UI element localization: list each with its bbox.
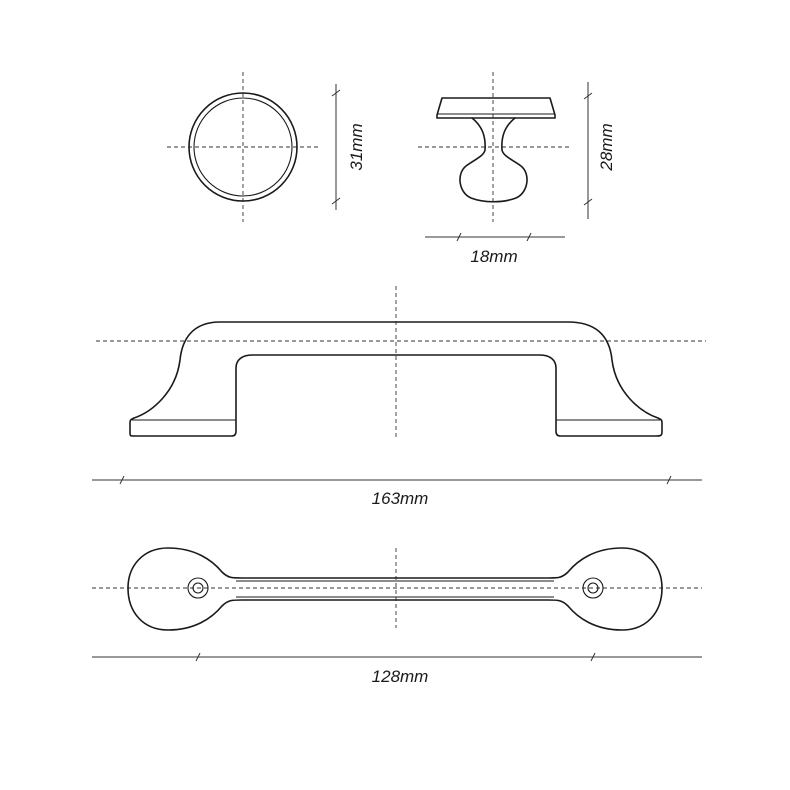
handle-length-label: 163mm: [372, 489, 429, 508]
hole-spacing-label: 128mm: [372, 667, 429, 686]
hole-spacing-tick-left: [195, 652, 201, 662]
hole-spacing-dimension: 128mm: [92, 652, 702, 686]
knob-diameter-label: 31mm: [347, 123, 366, 170]
knob-base-tick-left: [456, 232, 462, 242]
handle-top-left-hole-outer: [187, 577, 209, 599]
handle-top-right-hole-inner: [587, 582, 599, 594]
handle-side-view: [96, 286, 706, 438]
knob-height-label: 28mm: [597, 123, 616, 171]
handle-top-right-hole-outer: [582, 577, 604, 599]
knob-height-tick-top: [583, 92, 593, 100]
knob-side-view: [418, 72, 570, 222]
knob-diameter-dimension: 31mm: [331, 84, 366, 210]
hole-spacing-tick-right: [590, 652, 596, 662]
knob-top-inner-circle: [193, 97, 293, 197]
knob-height-tick-bottom: [583, 198, 593, 206]
knob-diameter-tick-top: [331, 89, 341, 97]
knob-height-dimension: 28mm: [583, 82, 616, 219]
knob-base-dimension: 18mm: [425, 232, 565, 266]
knob-base-label: 18mm: [470, 247, 517, 266]
knob-diameter-tick-bottom: [331, 197, 341, 205]
handle-top-outline: [127, 547, 663, 631]
handle-length-tick-left: [119, 475, 125, 485]
knob-top-view: [167, 72, 318, 222]
handle-top-left-hole-inner: [192, 582, 204, 594]
knob-top-outer-circle: [188, 92, 298, 202]
handle-length-dimension: 163mm: [92, 475, 702, 508]
handle-top-view: [92, 547, 702, 631]
handle-length-tick-right: [666, 475, 672, 485]
knob-side-cap: [436, 97, 556, 119]
handle-side-outline: [129, 321, 663, 437]
knob-base-tick-right: [526, 232, 532, 242]
knob-side-stem: [459, 117, 528, 203]
